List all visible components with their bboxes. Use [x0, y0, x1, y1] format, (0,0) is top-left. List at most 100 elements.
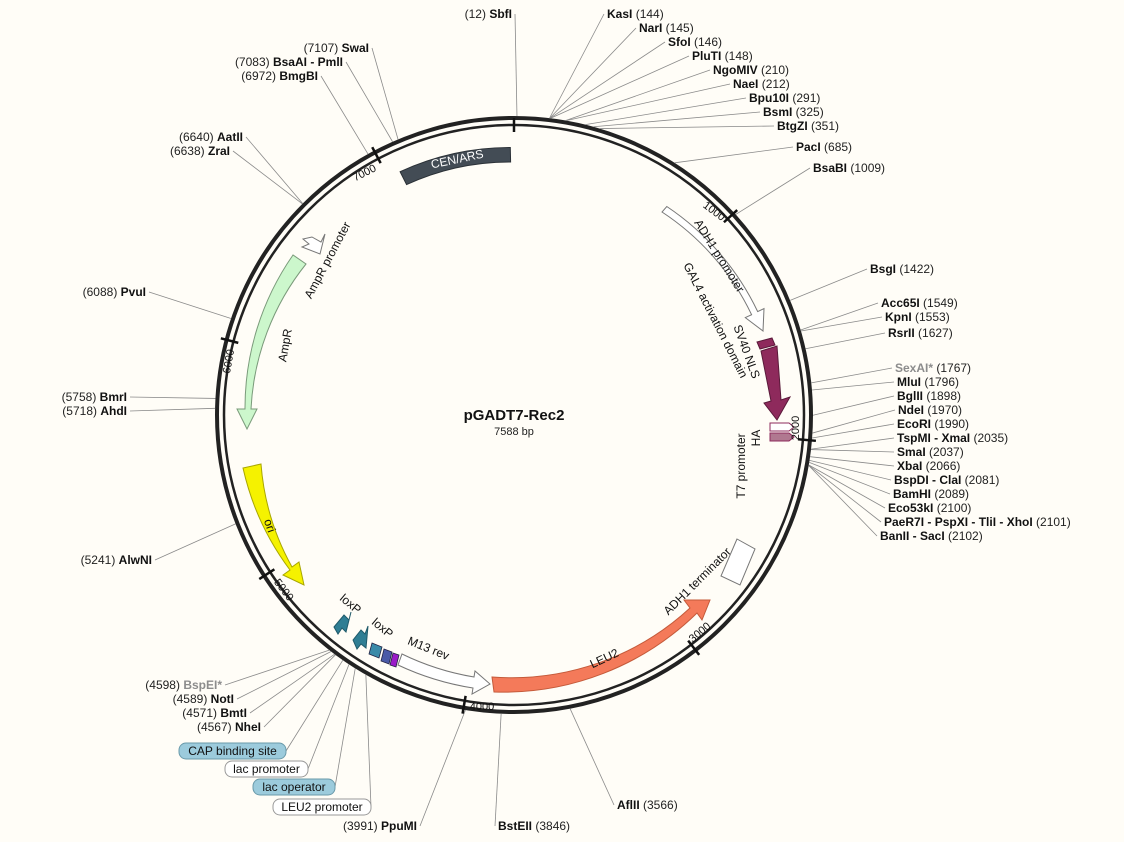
site-naei[interactable]: NaeI (212): [733, 77, 790, 91]
feature-lac-operator-marker[interactable]: [380, 648, 393, 665]
label-ampr-promoter: AmpR promoter: [301, 219, 353, 300]
pill-lac-promoter[interactable]: lac promoter: [224, 760, 309, 778]
site-alwni[interactable]: (5241) AlwNI: [81, 553, 152, 567]
feature-adh1-promoter[interactable]: [661, 205, 765, 332]
site-xbai[interactable]: XbaI (2066): [897, 459, 960, 473]
leader-aatii: [245, 136, 303, 204]
pill-cap-binding-site[interactable]: CAP binding site: [178, 742, 287, 760]
site-aatii[interactable]: (6640) AatII: [179, 130, 243, 144]
leader-bsaai-pmli: [345, 61, 393, 142]
feature-ampr[interactable]: [236, 254, 307, 431]
site-bspdi-clai[interactable]: BspDI - ClaI (2081): [894, 473, 999, 487]
site-sexai[interactable]: SexAI* (1767): [895, 361, 971, 375]
site-sfoi[interactable]: SfoI (146): [668, 35, 722, 49]
site-sbfi[interactable]: (12) SbfI: [465, 7, 512, 21]
site-eco53ki[interactable]: Eco53kI (2100): [888, 501, 971, 515]
site-ndei[interactable]: NdeI (1970): [898, 403, 962, 417]
site-name: BmrI: [100, 390, 127, 404]
site-name: BspEI*: [183, 678, 222, 692]
site-acc65i[interactable]: Acc65I (1549): [881, 296, 958, 310]
site-ppumi[interactable]: (3991) PpuMI: [343, 819, 417, 833]
site-zrai[interactable]: (6638) ZraI: [170, 144, 230, 158]
site-pos: (2100): [933, 501, 971, 515]
site-rsrii[interactable]: RsrII (1627): [888, 326, 953, 340]
site-smai[interactable]: SmaI (2037): [897, 445, 964, 459]
site-tspmi-xmai[interactable]: TspMI - XmaI (2035): [897, 431, 1008, 445]
feature-ori[interactable]: [242, 463, 305, 586]
plasmid-size: 7588 bp: [494, 426, 534, 438]
site-name: Acc65I: [881, 296, 920, 310]
site-noti[interactable]: (4589) NotI: [173, 692, 234, 706]
leader-banii-saci: [808, 465, 878, 537]
site-ahdi[interactable]: (5718) AhdI: [62, 404, 127, 418]
site-paci[interactable]: PacI (685): [796, 140, 852, 154]
site-swai[interactable]: (7107) SwaI: [304, 41, 369, 55]
site-pos: (1767): [933, 361, 971, 375]
site-nari[interactable]: NarI (145): [639, 21, 694, 35]
site-mlui[interactable]: MluI (1796): [897, 375, 959, 389]
feature-sv40-nls[interactable]: [756, 337, 776, 350]
pill-leu2-promoter[interactable]: LEU2 promoter: [272, 798, 372, 816]
feature-ha-tag-2[interactable]: [769, 432, 795, 442]
pill-lac-operator[interactable]: lac operator: [252, 778, 336, 796]
tick-mark-1000: [723, 209, 739, 224]
site-bspei[interactable]: (4598) BspEI*: [145, 678, 222, 692]
site-name: AflII: [617, 798, 640, 812]
site-pluti[interactable]: PluTI (148): [692, 49, 753, 63]
site-name: PacI: [796, 140, 821, 154]
feature-loxp-2[interactable]: [352, 625, 369, 650]
site-bmti[interactable]: (4571) BmtI: [182, 706, 247, 720]
site-kpni[interactable]: KpnI (1553): [885, 310, 950, 324]
leader-acc65i: [800, 302, 879, 331]
leader-bspei: [224, 649, 330, 686]
feature-loxp-1[interactable]: [333, 611, 352, 635]
site-bsgi[interactable]: BsgI (1422): [870, 262, 934, 276]
site-pvui[interactable]: (6088) PvuI: [83, 285, 146, 299]
feature-ampr-promoter[interactable]: [300, 233, 326, 255]
site-name: SexAI*: [895, 361, 933, 375]
site-bamhi[interactable]: BamHI (2089): [893, 487, 969, 501]
leader-kpni: [800, 316, 883, 332]
leader-bsteii: [494, 713, 502, 827]
site-bsmi[interactable]: BsmI (325): [763, 105, 824, 119]
pill-bg: [252, 778, 336, 796]
leader-btgzi: [599, 125, 775, 129]
site-name: BanII - SacI: [880, 529, 945, 543]
site-bsabi[interactable]: BsaBI (1009): [813, 161, 885, 175]
site-bmri[interactable]: (5758) BmrI: [62, 390, 127, 404]
site-bsaai-pmli[interactable]: (7083) BsaAI - PmlI: [235, 55, 343, 69]
feature-adh1-terminator[interactable]: [720, 538, 756, 586]
site-name: BmgBI: [279, 69, 318, 83]
site-btgzi[interactable]: BtgZI (351): [777, 119, 839, 133]
feature-leu2-promoter[interactable]: [397, 653, 491, 695]
site-pos: (6088): [83, 285, 121, 299]
site-name: NarI: [639, 21, 662, 35]
site-kasi[interactable]: KasI (144): [607, 7, 664, 21]
site-ngomiv[interactable]: NgoMIV (210): [713, 63, 789, 77]
site-bglii[interactable]: BglII (1898): [897, 389, 961, 403]
pill-label: lac promoter: [233, 762, 300, 776]
site-name: EcoRI: [897, 417, 931, 431]
site-ecori[interactable]: EcoRI (1990): [897, 417, 969, 431]
pill-label: LEU2 promoter: [281, 800, 362, 814]
site-bsteii[interactable]: BstEII (3846): [498, 819, 570, 833]
feature-leu2[interactable]: [491, 599, 711, 693]
site-name: BamHI: [893, 487, 931, 501]
feature-cap-marker[interactable]: [389, 652, 400, 668]
site-bmgbi[interactable]: (6972) BmgBI: [241, 69, 318, 83]
feature-gal4-activation-domain[interactable]: [760, 345, 792, 421]
feature-lac-marker[interactable]: [368, 642, 383, 659]
site-pos: (12): [465, 7, 490, 21]
site-pos: (351): [808, 119, 839, 133]
site-pos: (291): [789, 91, 820, 105]
site-pos: (1990): [931, 417, 969, 431]
site-banii-saci[interactable]: BanII - SacI (2102): [880, 529, 983, 543]
site-aflii[interactable]: AflII (3566): [617, 798, 678, 812]
feature-ha-tag[interactable]: [769, 422, 795, 432]
site-paer7i-pspxi-tlii-xhoi[interactable]: PaeR7I - PspXI - TliI - XhoI (2101): [884, 515, 1071, 529]
feature-cen-ars[interactable]: [399, 146, 512, 186]
site-bpu10i[interactable]: Bpu10I (291): [749, 91, 820, 105]
site-pos: (2089): [931, 487, 969, 501]
site-nhei[interactable]: (4567) NheI: [197, 720, 261, 734]
leader-noti: [236, 651, 332, 700]
